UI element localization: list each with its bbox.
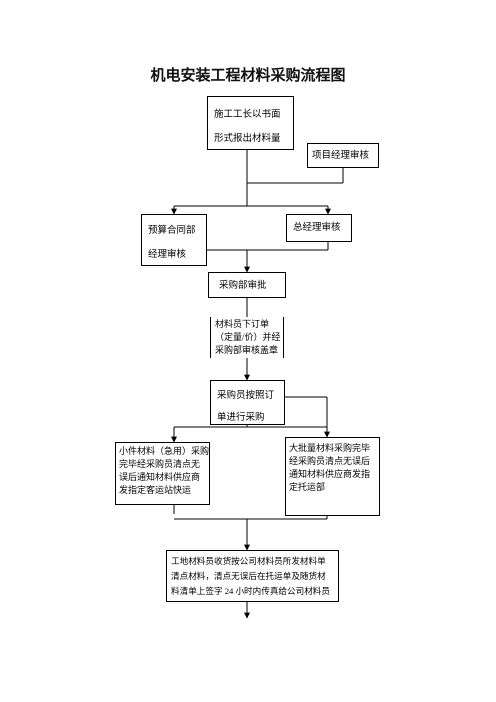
node-small-line-1: 小件材料（急用）采购 — [119, 446, 210, 456]
page-title: 机电安装工程材料采购流程图 — [150, 66, 346, 84]
node-approval-label: 采购部审批 — [219, 280, 267, 291]
node-foreman-line-1: 施工工长以书面 — [214, 109, 281, 120]
node-pm-review: 项目经理审核 — [307, 143, 379, 168]
node-buyer-purchase: 采购员按照订 单进行采购 — [210, 380, 285, 425]
node-small-line-3: 误后通知材料供应商 — [119, 472, 201, 482]
node-procurement-approval: 采购部审批 — [208, 272, 286, 298]
node-large-line-1: 大批量材料采购完毕 — [289, 443, 371, 453]
node-order-line-3: 采购部审核盖章 — [215, 345, 279, 355]
node-budget-line-1: 预算合同部 — [148, 225, 196, 236]
node-small-batch: 小件材料（急用）采购 完毕经采购员清点无 误后通知材料供应商 发指定客运站快运 — [115, 442, 210, 505]
node-site-receipt: 工地材料员收货按公司材料员所发材料单 清点材料，清点无误后在托运单及随货材 料清… — [166, 550, 339, 602]
node-site-line-2: 清点材料，清点无误后在托运单及随货材 — [171, 571, 326, 581]
node-budget-dept: 预算合同部 经理审核 — [141, 214, 207, 266]
node-order-line-2: （定量/价）并经 — [215, 332, 281, 342]
node-gm-review: 总经理审核 — [286, 214, 352, 242]
node-large-line-4: 定托运部 — [289, 482, 326, 492]
node-gm-review-label: 总经理审核 — [293, 222, 341, 233]
node-site-line-3: 料清单上签字 24 小时内传真给公司材料员 — [171, 586, 330, 596]
node-large-batch: 大批量材料采购完毕 经采购员清点无误后 通知材料供应商发指 定托运部 — [285, 437, 380, 516]
node-small-line-4: 发指定客运站快运 — [119, 485, 192, 495]
node-material-order: 材料员下订单 （定量/价）并经 采购部审核盖章 — [210, 317, 284, 358]
node-buyer-line-1: 采购员按照订 — [217, 390, 275, 401]
node-small-line-2: 完毕经采购员清点无 — [119, 459, 201, 469]
node-foreman-report: 施工工长以书面 形式报出材料量 — [207, 96, 294, 150]
node-order-line-1: 材料员下订单 — [215, 319, 270, 329]
node-large-line-3: 通知材料供应商发指 — [289, 469, 371, 479]
node-buyer-line-2: 单进行采购 — [217, 412, 265, 423]
node-pm-review-label: 项目经理审核 — [312, 150, 370, 161]
node-large-line-2: 经采购员清点无误后 — [289, 456, 371, 466]
node-site-line-1: 工地材料员收货按公司材料员所发材料单 — [171, 556, 326, 566]
node-budget-line-2: 经理审核 — [148, 249, 187, 260]
node-foreman-line-2: 形式报出材料量 — [214, 133, 281, 144]
